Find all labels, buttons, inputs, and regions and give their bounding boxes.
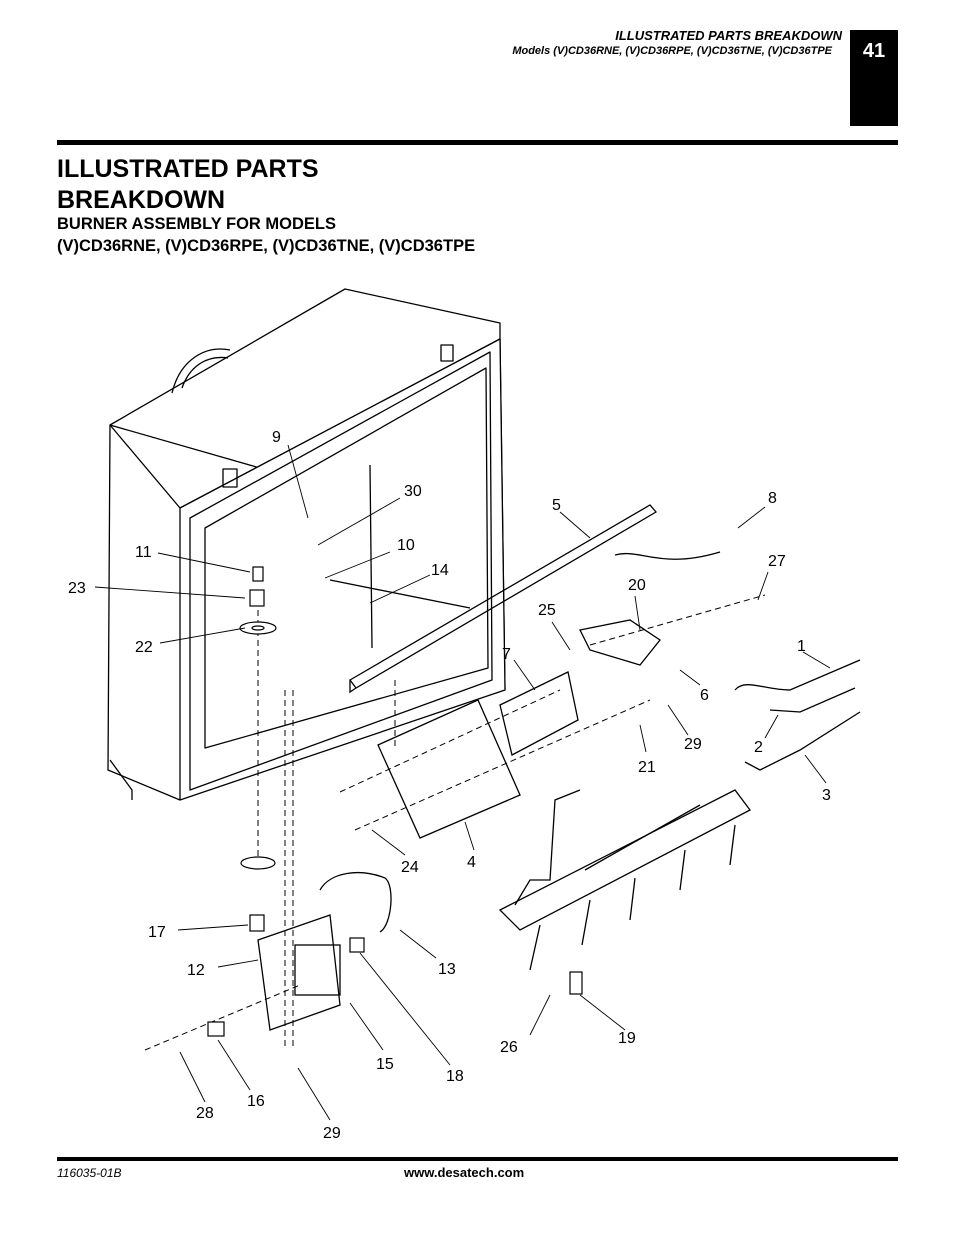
callout-3: 3 [822,787,831,804]
callout-7: 7 [502,646,511,663]
subtitle-line-2: (V)CD36RNE, (V)CD36RPE, (V)CD36TNE, (V)C… [57,237,476,255]
callout-16: 16 [247,1093,265,1110]
callout-15: 15 [376,1056,394,1073]
callout-12: 12 [187,962,205,979]
callout-24: 24 [401,859,419,876]
callout-9: 9 [272,429,281,446]
callout-1: 1 [797,638,806,655]
callout-5: 5 [552,497,561,514]
callout-28: 28 [196,1105,214,1122]
small-parts [207,566,583,1037]
callout-8: 8 [768,490,777,507]
callout-10: 10 [397,537,415,554]
callout-26: 26 [500,1039,518,1056]
firebox-drawing [107,288,506,801]
callout-27: 27 [768,553,786,570]
callout-11: 11 [135,544,152,561]
callout-19: 19 [618,1030,636,1047]
top-rule [57,140,898,145]
page-title: ILLUSTRATED PARTS BREAKDOWN [57,155,319,214]
assembly-guide-lines [144,594,766,1051]
subtitle-line-1: BURNER ASSEMBLY FOR MODELS [57,215,337,233]
bottom-rule [57,1157,898,1161]
callout-4: 4 [467,854,476,871]
callout-29-upper: 29 [684,736,702,753]
website-link[interactable]: www.desatech.com [404,1165,525,1180]
callout-13: 13 [438,961,456,978]
callout-25: 25 [538,602,556,619]
callout-30: 30 [404,483,422,500]
callout-29-lower: 29 [323,1125,341,1142]
document-number: 116035-01B [57,1166,122,1180]
firebox-top [109,288,501,469]
callout-21: 21 [638,759,656,776]
callout-20: 20 [628,577,646,594]
page-subtitle: BURNER ASSEMBLY FOR MODELS (V)CD36RNE, (… [57,213,475,257]
callout-6: 6 [700,687,709,704]
header-models-line: Models (V)CD36RNE, (V)CD36RPE, (V)CD36TN… [512,45,832,57]
callout-22: 22 [135,639,153,656]
callout-17: 17 [148,924,166,941]
page-number-tab: 41 [850,30,898,126]
leader-lines [94,444,831,1121]
callout-14: 14 [431,562,449,579]
header-section-title: ILLUSTRATED PARTS BREAKDOWN [615,28,842,43]
callout-2: 2 [754,739,763,756]
callout-18: 18 [446,1068,464,1085]
callout-23: 23 [68,580,86,597]
callout-numbers: 1 2 3 4 5 6 7 8 9 10 11 12 13 14 15 16 1… [68,429,831,1142]
